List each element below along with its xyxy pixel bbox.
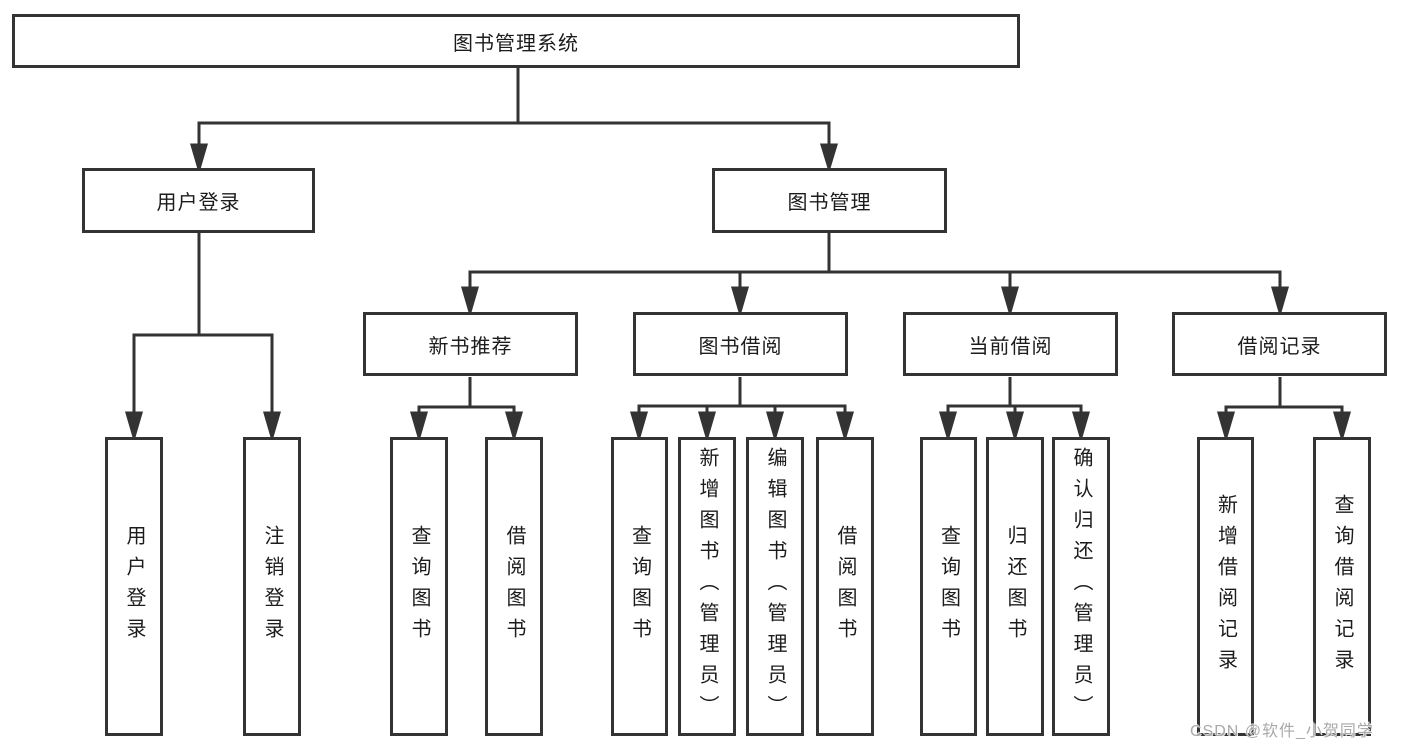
leaf-logout-label: 注销登录 [261,524,283,649]
leaf-borrow-books-borrowing: 借阅图书 [816,437,874,736]
leaf-add-book-admin: 新增图书（管理员） [678,437,736,736]
leaf-query-books-current-label: 查询图书 [937,524,960,649]
connector-root-to-level2 [190,68,839,175]
connector-book-borrow-children [630,377,854,443]
node-current-borrowing: 当前借阅 [903,312,1118,376]
node-library-system: 图书管理系统 [12,14,1020,68]
leaf-return-books-label: 归还图书 [1004,524,1026,649]
leaf-query-books-borrowing: 查询图书 [611,437,668,736]
leaf-confirm-return-admin: 确认归还（管理员） [1052,437,1110,736]
connector-current-borrow-children [939,377,1090,443]
leaf-add-book-admin-label: 新增图书（管理员） [696,447,718,726]
leaf-add-borrow-record: 新增借阅记录 [1197,437,1254,736]
leaf-query-borrow-record: 查询借阅记录 [1313,437,1371,736]
leaf-return-books: 归还图书 [986,437,1044,736]
leaf-edit-book-admin: 编辑图书（管理员） [746,437,804,736]
leaf-add-borrow-record-label: 新增借阅记录 [1214,493,1237,680]
leaf-borrow-books-recommend: 借阅图书 [485,437,543,736]
node-user-login: 用户登录 [82,168,315,233]
node-book-borrowing: 图书借阅 [633,312,848,376]
node-new-book-recommend: 新书推荐 [363,312,578,376]
leaf-query-books-current: 查询图书 [920,437,977,736]
leaf-query-borrow-record-label: 查询借阅记录 [1331,493,1353,680]
node-book-management: 图书管理 [712,168,947,233]
connector-user-login-children [125,233,281,443]
connector-borrow-records-children [1217,377,1351,443]
csdn-watermark: CSDN @软件_小贺同学 [1190,723,1374,740]
connector-book-management-children [461,233,1289,318]
connector-new-book-children [410,377,523,443]
leaf-borrow-books-recommend-label: 借阅图书 [503,524,525,649]
leaf-borrow-books-borrowing-label: 借阅图书 [834,524,856,649]
leaf-query-books-borrowing-label: 查询图书 [628,524,651,649]
leaf-user-login: 用户登录 [105,437,163,736]
leaf-user-login-label: 用户登录 [123,524,145,649]
leaf-logout: 注销登录 [243,437,301,736]
leaf-edit-book-admin-label: 编辑图书（管理员） [764,447,786,726]
leaf-confirm-return-admin-label: 确认归还（管理员） [1070,447,1092,726]
node-borrowing-records: 借阅记录 [1172,312,1387,376]
leaf-query-books-recommend-label: 查询图书 [408,524,430,649]
leaf-query-books-recommend: 查询图书 [390,437,448,736]
